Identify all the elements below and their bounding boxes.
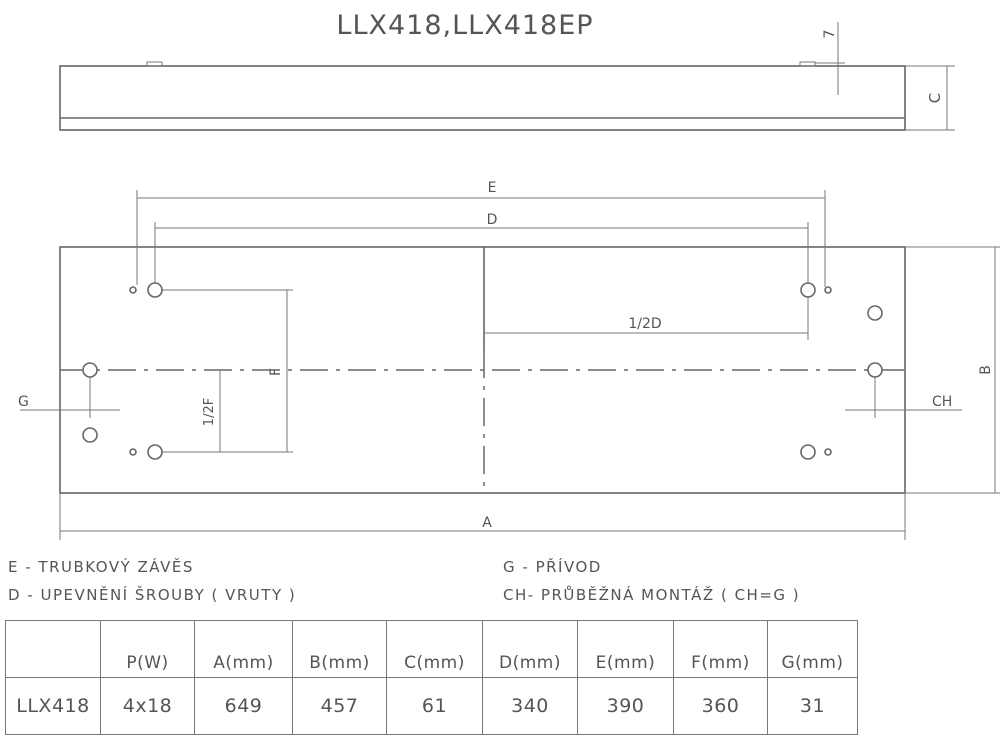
- dim-d-label: D: [487, 212, 498, 228]
- table-cell: 457: [292, 677, 387, 735]
- table-cell: 649: [194, 677, 293, 735]
- header-cell: P(W): [100, 620, 195, 678]
- dim-7-label: 7: [822, 30, 838, 39]
- dim-half-f-label: 1/2F: [202, 398, 217, 426]
- header-cell: C(mm): [386, 620, 483, 678]
- dim-f-label: F: [268, 368, 284, 376]
- dim-b-label: B: [978, 365, 994, 375]
- dimensions-table: P(W) A(mm) B(mm) C(mm) D(mm) E(mm) F(mm)…: [5, 620, 858, 735]
- table-cell: 340: [482, 677, 578, 735]
- header-cell: A(mm): [194, 620, 293, 678]
- dim-e-label: E: [488, 180, 497, 196]
- dim-c-label: C: [926, 93, 944, 103]
- header-cell: E(mm): [577, 620, 674, 678]
- table-cell: 61: [386, 677, 483, 735]
- legend-d: D - UPEVNĚNÍ ŠROUBY ( VRUTY ): [8, 586, 297, 604]
- header-cell: B(mm): [292, 620, 387, 678]
- table-cell: LLX418: [5, 677, 101, 735]
- dim-ch-label: CH: [932, 394, 952, 410]
- table-cell: 31: [767, 677, 858, 735]
- mounting-holes: [82, 282, 883, 460]
- dim-a-label: A: [482, 515, 492, 531]
- legend-ch: CH- PRŮBĚŽNÁ MONTÁŽ ( CH=G ): [503, 586, 801, 604]
- header-cell: D(mm): [482, 620, 578, 678]
- dim-half-d-label: 1/2D: [628, 316, 661, 332]
- header-cell: [5, 620, 101, 678]
- table-cell: 390: [577, 677, 674, 735]
- table-header-row: P(W) A(mm) B(mm) C(mm) D(mm) E(mm) F(mm)…: [5, 620, 858, 678]
- legend-g: G - PŘÍVOD: [503, 558, 602, 576]
- table-cell: 4x18: [100, 677, 195, 735]
- dim-g-label: G: [18, 394, 29, 410]
- header-cell: F(mm): [673, 620, 768, 678]
- legend-e: E - TRUBKOVÝ ZÁVĚS: [8, 558, 194, 576]
- drawing-title: LLX418,LLX418EP: [336, 10, 593, 41]
- top-view: E D 1/2D F 1/2F G CH A B: [18, 180, 1000, 540]
- table-cell: 360: [673, 677, 768, 735]
- header-cell: G(mm): [767, 620, 858, 678]
- side-view: 7 C: [59, 22, 955, 131]
- table-row: LLX418 4x18 649 457 61 340 390 360 31: [5, 677, 858, 735]
